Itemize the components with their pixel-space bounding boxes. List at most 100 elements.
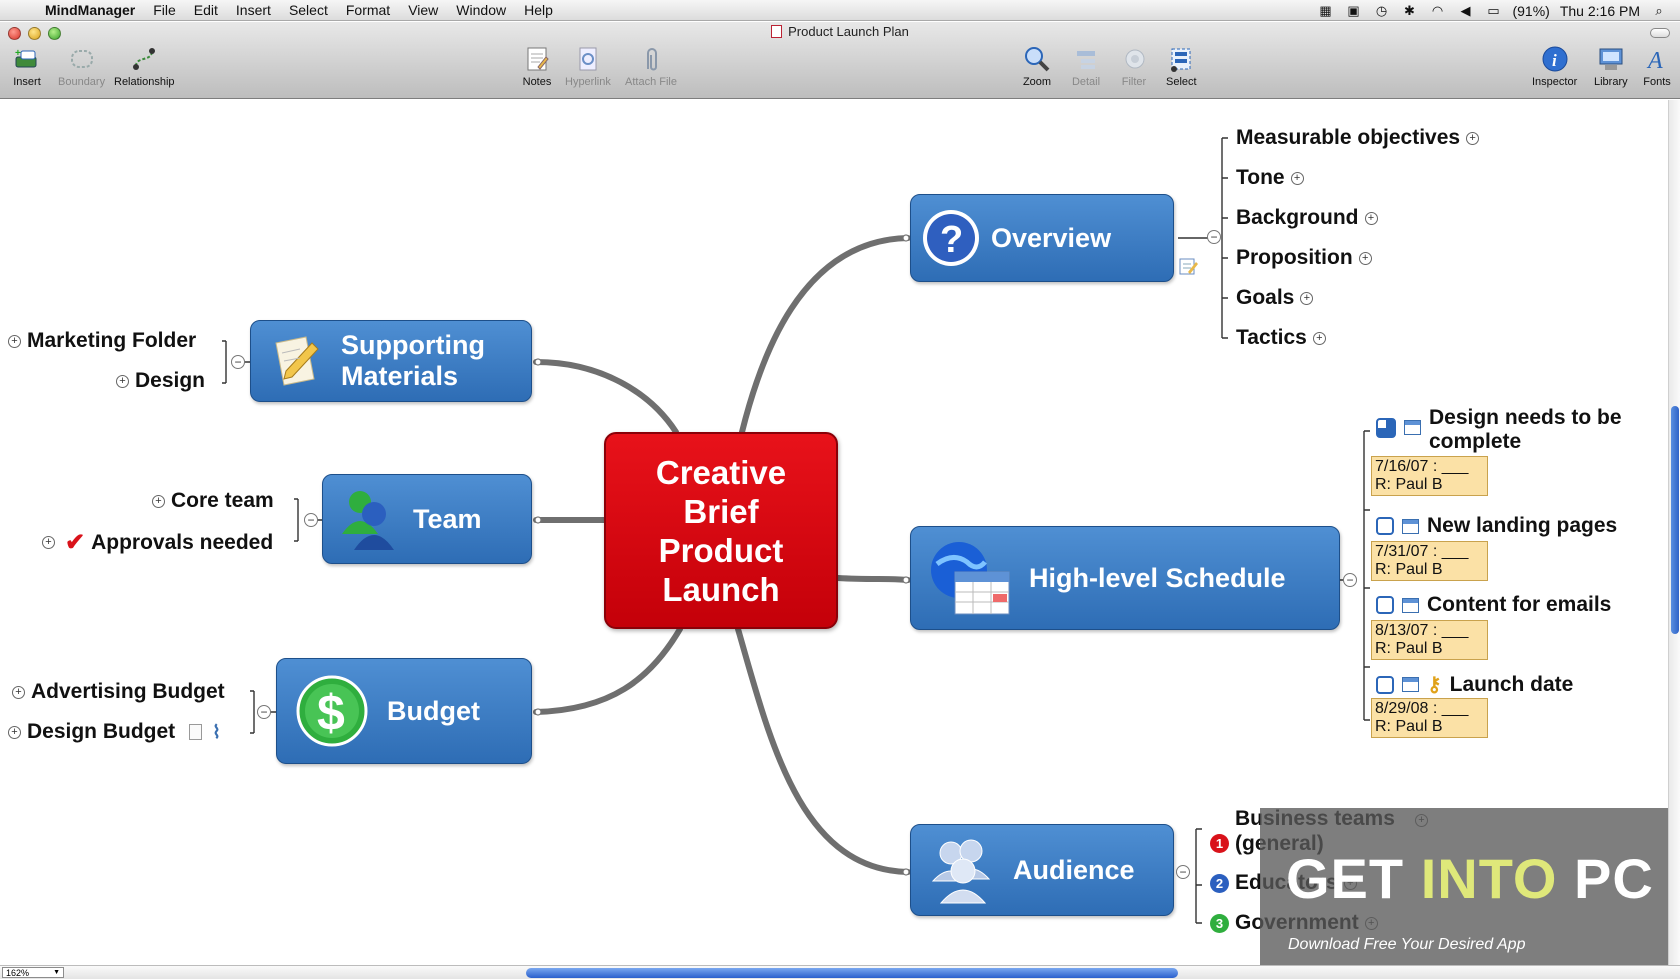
subtopic-background[interactable]: Background+: [1236, 206, 1378, 230]
menu-window[interactable]: Window: [456, 1, 507, 18]
expand-icon[interactable]: +: [8, 334, 21, 348]
menu-insert[interactable]: Insert: [235, 1, 271, 18]
vertical-scroll-thumb[interactable]: [1671, 406, 1679, 634]
expand-icon[interactable]: +: [1300, 291, 1314, 305]
filter-button[interactable]: Filter: [1119, 44, 1149, 88]
subtopic-tactics[interactable]: Tactics+: [1236, 326, 1326, 350]
expand-icon[interactable]: +: [12, 685, 25, 699]
group-icon: [911, 835, 1013, 905]
task-checkbox[interactable]: [1376, 596, 1394, 614]
expand-icon[interactable]: +: [1312, 331, 1326, 345]
task-launch-date[interactable]: ⚷ Launch date: [1376, 672, 1573, 697]
task-note[interactable]: 8/29/08 : ___ R: Paul B: [1371, 698, 1488, 738]
map-canvas[interactable]: Creative Brief Product Launch ? Overview…: [0, 100, 1668, 965]
subtopic-tone[interactable]: Tone+: [1236, 166, 1304, 190]
collapse-supporting-button[interactable]: −: [231, 355, 245, 369]
volume-icon[interactable]: ◀: [1460, 2, 1471, 18]
expand-icon[interactable]: +: [116, 374, 129, 388]
zoom-level-select[interactable]: 162%▼: [2, 967, 64, 978]
task-progress-icon[interactable]: [1376, 418, 1396, 438]
detail-button[interactable]: Detail: [1071, 44, 1101, 88]
menu-view[interactable]: View: [408, 1, 439, 18]
central-topic[interactable]: Creative Brief Product Launch: [604, 432, 838, 629]
calendar-icon: [1402, 677, 1419, 692]
subtopic-measurable-objectives[interactable]: Measurable objectives+: [1236, 126, 1480, 150]
topic-budget[interactable]: $ Budget: [276, 658, 532, 764]
notes-button[interactable]: Notes: [522, 44, 552, 88]
topic-high-level-schedule[interactable]: High-level Schedule: [910, 526, 1340, 630]
menu-file[interactable]: File: [153, 1, 176, 18]
task-note[interactable]: 7/16/07 : ___ R: Paul B: [1371, 456, 1488, 496]
inspector-button[interactable]: i Inspector: [1532, 44, 1577, 88]
bluetooth-icon[interactable]: ✱: [1404, 2, 1415, 18]
expand-icon[interactable]: +: [42, 536, 55, 549]
subtopic-marketing-folder[interactable]: +Marketing Folder: [8, 329, 196, 353]
topic-supporting-materials[interactable]: Supporting Materials: [250, 320, 532, 402]
subtopic-goals[interactable]: Goals+: [1236, 286, 1314, 310]
hyperlink-button[interactable]: Hyperlink: [565, 44, 611, 88]
expand-icon[interactable]: +: [1364, 211, 1378, 225]
library-button[interactable]: Library: [1594, 44, 1628, 88]
expand-icon[interactable]: +: [1466, 131, 1480, 145]
zoom-window-button[interactable]: [48, 27, 61, 40]
minimize-window-button[interactable]: [28, 27, 41, 40]
expand-icon[interactable]: +: [8, 725, 21, 739]
spotlight-search-icon[interactable]: ⌕: [1655, 2, 1663, 18]
attach-file-button[interactable]: Attach File: [625, 44, 677, 88]
collapse-team-button[interactable]: −: [304, 513, 318, 527]
subtopic-design-budget[interactable]: +Design Budget⌇: [8, 720, 221, 744]
boundary-button[interactable]: Boundary: [58, 44, 105, 88]
toolbar-toggle-button[interactable]: [1650, 28, 1670, 38]
dollar-icon: $: [277, 674, 387, 748]
menu-edit[interactable]: Edit: [193, 1, 218, 18]
task-new-landing-pages[interactable]: New landing pages: [1376, 514, 1617, 538]
subtopic-design[interactable]: +Design: [116, 369, 205, 393]
subtopic-approvals-needed[interactable]: +✔Approvals needed: [42, 528, 273, 557]
horizontal-scroll-thumb[interactable]: [526, 968, 1178, 978]
relationship-button[interactable]: Relationship: [114, 44, 175, 88]
paperclip-icon[interactable]: ⌇: [212, 721, 221, 742]
subtopic-core-team[interactable]: +Core team: [152, 489, 274, 513]
task-note[interactable]: 7/31/07 : ___ R: Paul B: [1371, 541, 1488, 581]
watermark-overlay: GET INTO PC Download Free Your Desired A…: [1260, 808, 1668, 965]
close-window-button[interactable]: [8, 27, 21, 40]
expand-icon[interactable]: +: [1290, 171, 1304, 185]
expand-icon[interactable]: +: [152, 494, 165, 508]
expand-icon[interactable]: +: [1358, 251, 1372, 265]
grid-icon[interactable]: ▦: [1319, 2, 1332, 18]
time-machine-icon[interactable]: ◷: [1375, 2, 1388, 18]
zoom-button[interactable]: Zoom: [1022, 44, 1052, 88]
note-attached-icon[interactable]: [1178, 256, 1198, 281]
collapse-overview-button[interactable]: −: [1207, 230, 1221, 244]
task-design-complete[interactable]: Design needs to be complete: [1376, 406, 1622, 454]
task-checkbox[interactable]: [1376, 517, 1394, 535]
topic-overview[interactable]: ? Overview: [910, 194, 1174, 282]
document-icon[interactable]: [189, 724, 203, 740]
topic-team[interactable]: Team: [322, 474, 532, 564]
subtopic-proposition[interactable]: Proposition+: [1236, 246, 1372, 270]
wifi-icon[interactable]: ◠: [1431, 2, 1444, 18]
vertical-scrollbar[interactable]: [1668, 100, 1680, 965]
menu-app-name[interactable]: MindManager: [45, 1, 136, 18]
display-icon[interactable]: ▣: [1347, 2, 1360, 18]
task-checkbox[interactable]: [1376, 675, 1394, 694]
battery-icon[interactable]: ▭: [1487, 2, 1500, 18]
task-content-for-emails[interactable]: Content for emails: [1376, 593, 1611, 617]
subtopic-advertising-budget[interactable]: +Advertising Budget: [12, 680, 225, 704]
menu-select[interactable]: Select: [288, 1, 328, 18]
fonts-button[interactable]: A Fonts: [1642, 44, 1672, 88]
menu-clock[interactable]: Thu 2:16 PM: [1559, 2, 1640, 19]
calendar-icon: [1402, 518, 1419, 534]
collapse-budget-button[interactable]: −: [257, 705, 271, 719]
menu-help[interactable]: Help: [524, 1, 553, 18]
select-button[interactable]: Select: [1166, 44, 1197, 88]
insert-button[interactable]: + Insert: [12, 44, 42, 88]
collapse-schedule-button[interactable]: −: [1343, 573, 1357, 587]
people-icon: [323, 484, 413, 554]
menu-format[interactable]: Format: [345, 1, 391, 18]
task-note[interactable]: 8/13/07 : ___ R: Paul B: [1371, 620, 1488, 660]
topic-audience[interactable]: Audience: [910, 824, 1174, 916]
globe-calendar-icon: [911, 538, 1029, 618]
collapse-audience-button[interactable]: −: [1176, 865, 1190, 879]
horizontal-scrollbar[interactable]: 162%▼: [0, 965, 1680, 979]
